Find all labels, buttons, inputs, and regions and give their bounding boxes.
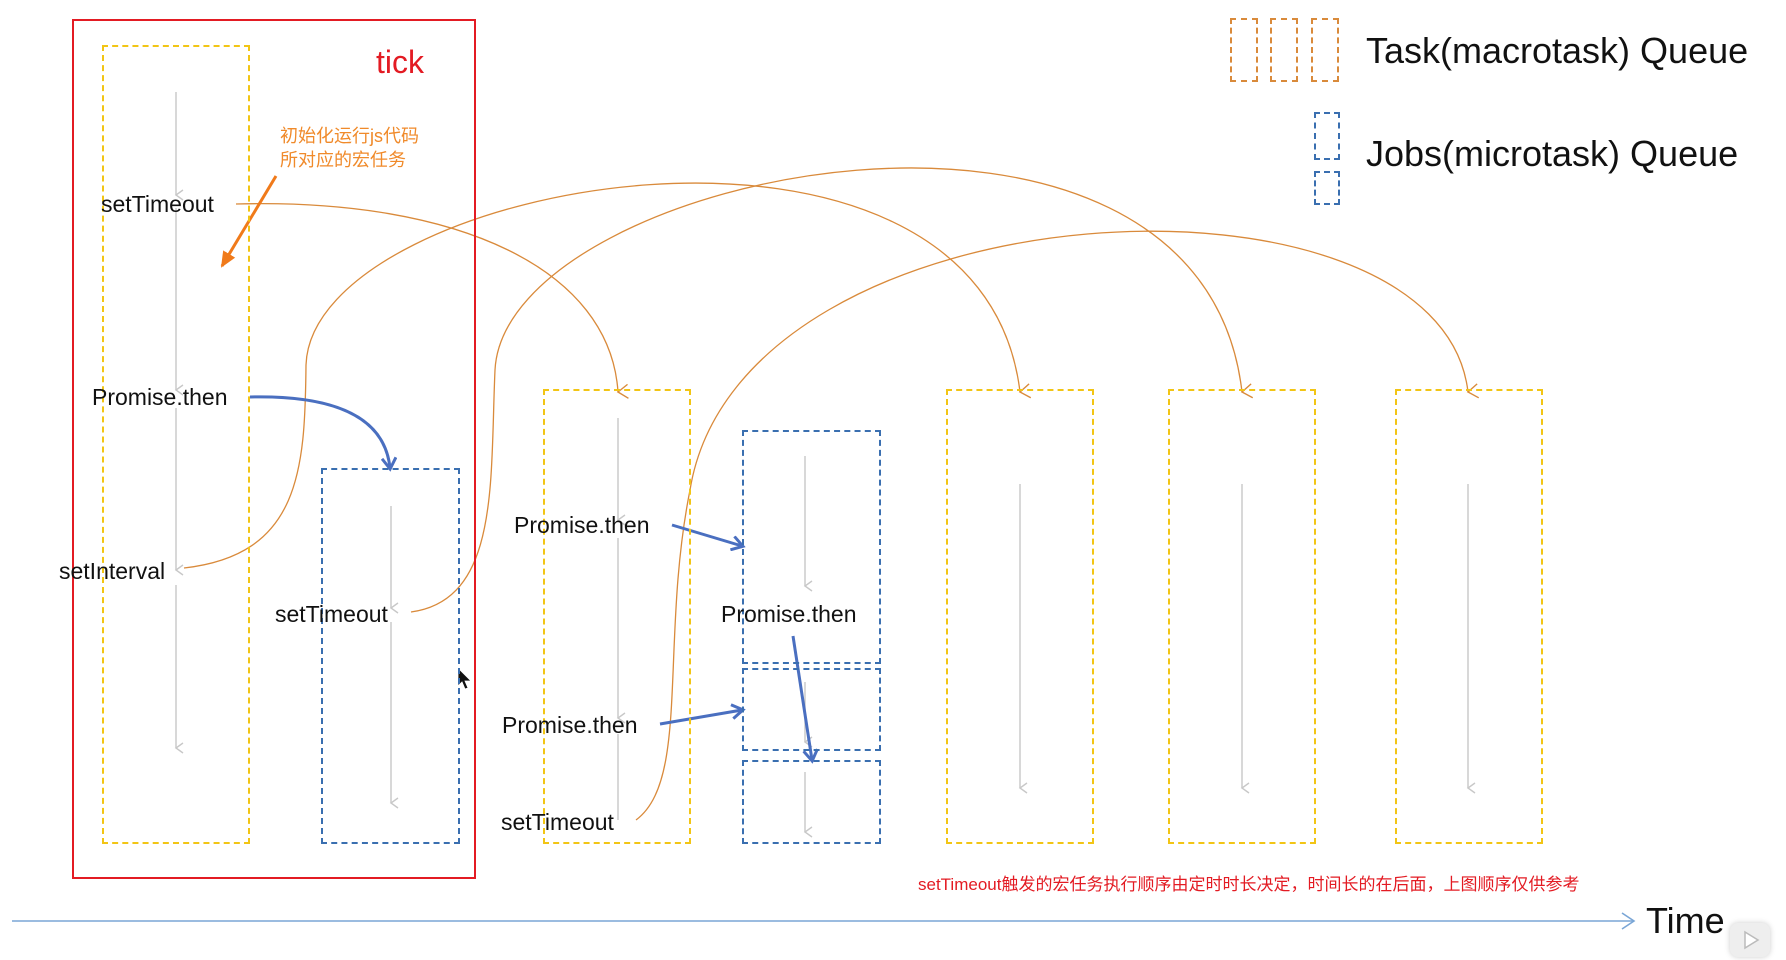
schedule-curve [235,203,629,399]
microtask-arrow [659,710,742,726]
tick-frame [72,19,476,879]
macrotask-box-3 [946,389,1094,844]
microtask-box-2b [742,668,881,751]
microtask-arrows [249,395,812,760]
time-label: Time [1646,900,1725,941]
label-settimeout-microtask: setTimeout [275,601,388,627]
init-note-line-1: 初始化运行js代码 [280,126,419,146]
label-settimeout-task2: setTimeout [501,809,614,835]
legend-micro-swatch-1 [1314,112,1340,160]
legend-micro-label: Jobs(microtask) Queue [1366,133,1739,174]
play-icon [1744,930,1760,950]
label-promise-then: Promise.then [92,384,228,410]
microtask-arrow [791,635,812,760]
schedule-curve [410,167,1254,613]
microtask-box-1 [321,468,460,844]
label-promise-then-task2-2: Promise.then [502,712,638,738]
play-button[interactable] [1730,923,1770,957]
tick-label: tick [376,44,424,80]
init-note-line-2: 所对应的宏任务 [280,150,406,170]
microtask-arrow [671,523,742,546]
microtask-box-2c [742,760,881,844]
schedule-curves [183,167,1480,821]
flow-arrows [174,92,1476,838]
macrotask-box-4 [1168,389,1316,844]
macrotask-box-1 [102,45,250,844]
macrotask-box-5 [1395,389,1543,844]
microtask-box-2a [742,430,881,664]
footnote: setTimeout触发的宏任务执行顺序由定时时长决定，时间长的在后面，上图顺序… [918,875,1580,894]
legend-macro-label: Task(macrotask) Queue [1366,30,1749,71]
label-setinterval: setInterval [59,558,166,584]
legend-macro-swatch-1 [1230,18,1258,82]
legend-macro-swatch-2 [1270,18,1298,82]
schedule-curve [183,182,1032,569]
label-settimeout: setTimeout [101,191,214,217]
macrotask-box-2 [543,389,691,844]
time-axis-arrowhead [1621,912,1636,930]
label-promise-then-microtask2: Promise.then [721,601,857,627]
label-promise-then-task2-1: Promise.then [514,512,650,538]
schedule-curve [635,230,1480,821]
legend-micro-swatch-2 [1314,171,1340,205]
microtask-arrow [249,395,390,468]
legend-macro-swatch-3 [1311,18,1339,82]
